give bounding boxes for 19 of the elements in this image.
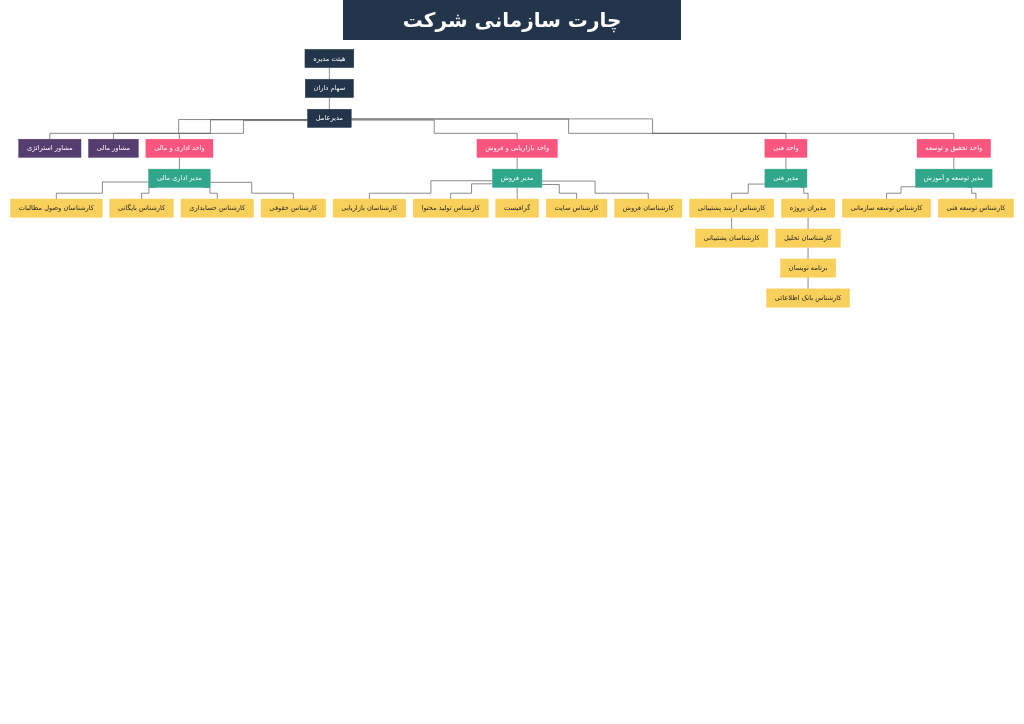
connector	[56, 181, 149, 200]
connector	[49, 119, 308, 140]
connector	[369, 180, 493, 200]
connector	[541, 180, 649, 200]
connector	[731, 217, 732, 230]
title-banner: چارت سازمانی شرکت	[342, 0, 682, 40]
connector	[329, 67, 330, 80]
connector	[329, 97, 330, 110]
connector	[113, 119, 308, 140]
connector	[731, 183, 766, 200]
connector	[886, 186, 916, 200]
connector	[351, 118, 955, 140]
connector	[209, 182, 294, 200]
connector	[179, 120, 308, 140]
connector	[541, 184, 577, 200]
connector	[179, 157, 180, 170]
connector	[450, 183, 493, 200]
connector	[351, 118, 787, 140]
connector	[351, 119, 518, 140]
